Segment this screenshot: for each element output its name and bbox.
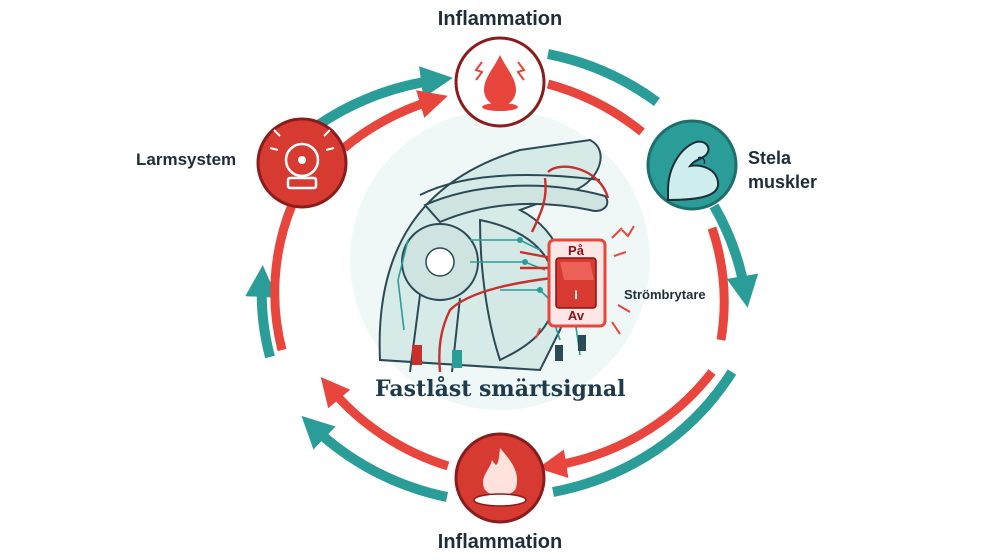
red-arc-right	[707, 226, 729, 341]
node-bottom-inflammation	[454, 432, 546, 524]
switch-on-label: På	[568, 243, 584, 258]
alarm-bell-icon	[269, 129, 335, 190]
switch-label: Strömbrytare	[624, 287, 706, 302]
teal-arc-left	[245, 265, 278, 359]
red-arc-top-right	[546, 79, 645, 136]
node-right-label: Stela muskler	[748, 146, 817, 194]
red-arc-top-left	[341, 90, 448, 152]
node-left-alarm-system	[256, 117, 348, 209]
fire-icon	[473, 448, 527, 507]
shoulder-illustration	[350, 110, 650, 410]
teal-arc-right	[709, 203, 759, 308]
red-arc-left	[270, 203, 297, 352]
switch-off-label: Av	[567, 308, 585, 323]
power-switch	[535, 225, 635, 339]
red-arc-bottom-left	[320, 376, 450, 471]
red-arc-bottom-right	[537, 369, 716, 478]
teal-arc-top-right	[547, 49, 660, 107]
switch-toggle-mark: I	[574, 288, 578, 302]
teal-arc-bottom-right	[552, 369, 737, 497]
node-top-label: Inflammation	[437, 8, 563, 30]
spark-marks-icon	[535, 225, 635, 339]
node-bottom-label: Inflammation	[437, 531, 563, 553]
node-right-label-line2: muskler	[748, 172, 818, 192]
teal-arc-bottom-left	[301, 415, 449, 502]
flexed-arm-icon	[667, 140, 720, 202]
node-left-label: Larmsystem	[136, 150, 237, 169]
node-right-label-line1: Stela	[748, 148, 792, 168]
inner-cycle-ring	[270, 79, 729, 478]
node-top-inflammation	[454, 36, 546, 128]
node-right-stiff-muscles	[646, 119, 738, 211]
blood-drop-icon	[474, 55, 526, 111]
center-caption: Fastlåst smärtsignal	[375, 376, 626, 402]
